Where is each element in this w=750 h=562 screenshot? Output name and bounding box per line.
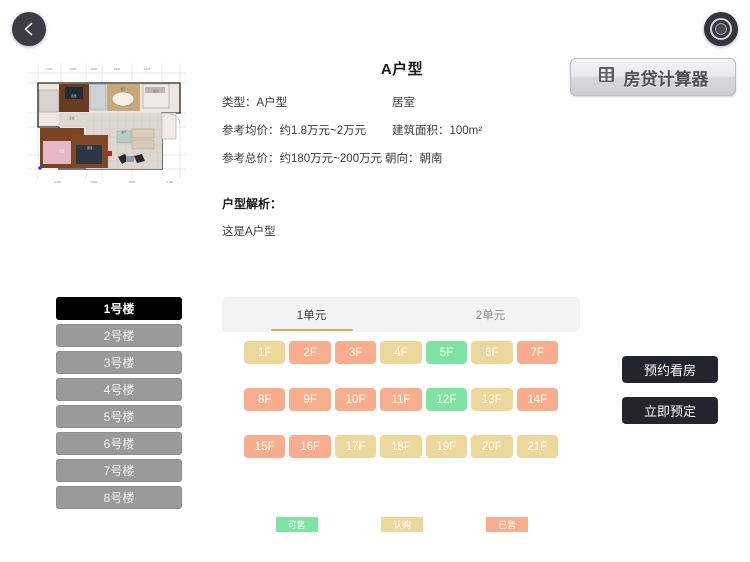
building-item[interactable]: 6号楼 <box>56 432 182 455</box>
svg-text:厨房: 厨房 <box>153 89 159 93</box>
floorplan-image[interactable]: 1700 3000 1850 2475 2275 3400 3000 4200 1100 <box>14 57 198 189</box>
svg-text:卧室: 卧室 <box>71 94 77 98</box>
floor-cell[interactable]: 15F <box>244 435 286 458</box>
mortgage-calculator-button[interactable]: 房贷计算器 <box>570 58 736 96</box>
page-title: A户型 <box>380 61 424 78</box>
building-item[interactable]: 3号楼 <box>56 351 182 374</box>
floor-cell[interactable]: 1F <box>244 341 286 364</box>
floor-cell[interactable]: 8F <box>244 388 286 411</box>
svg-text:1100: 1100 <box>167 180 174 184</box>
app-logo-icon <box>710 18 732 40</box>
legend-item: 可售 <box>244 517 349 532</box>
building-item[interactable]: 4号楼 <box>56 378 182 401</box>
floor-cell[interactable]: 13F <box>471 388 513 411</box>
svg-text:卧室: 卧室 <box>87 146 93 150</box>
legend-item: 认购 <box>349 517 454 532</box>
building-list: 1号楼 2号楼 3号楼 4号楼 5号楼 6号楼 7号楼 8号楼 <box>56 297 182 509</box>
svg-text:走廊: 走廊 <box>69 116 75 120</box>
building-item[interactable]: 5号楼 <box>56 405 182 428</box>
back-button[interactable] <box>12 12 46 46</box>
building-item-label: 5号楼 <box>103 410 135 424</box>
floor-cell[interactable]: 12F <box>425 388 468 411</box>
info-row: 参考总价：约180万元~200万元 朝向：朝南 <box>222 150 443 166</box>
analysis-heading: 户型解析： <box>222 197 283 211</box>
floor-cell[interactable]: 10F <box>334 388 377 411</box>
chevron-left-icon <box>21 21 37 37</box>
floor-cell[interactable]: 4F <box>380 341 422 364</box>
svg-text:主卧: 主卧 <box>59 149 65 153</box>
unit-tab-label: 2单元 <box>475 309 506 322</box>
svg-text:4200: 4200 <box>129 180 136 184</box>
reserve-now-button-label: 立即预定 <box>643 404 696 419</box>
building-item-label: 8号楼 <box>103 491 135 505</box>
building-item[interactable]: 8号楼 <box>56 486 182 509</box>
floor-cell[interactable]: 9F <box>289 388 331 411</box>
info-row: 类型：A户型 居室 <box>222 94 415 110</box>
svg-text:客厅: 客厅 <box>121 130 127 134</box>
floor-cell[interactable]: 19F <box>425 435 468 458</box>
calculator-icon <box>598 66 615 88</box>
mortgage-calculator-label: 房贷计算器 <box>623 69 709 89</box>
floor-cell[interactable]: 21F <box>516 435 558 458</box>
unit-tab[interactable]: 2单元 <box>401 297 580 332</box>
building-item[interactable]: 1号楼 <box>56 297 182 320</box>
svg-text:餐厅: 餐厅 <box>120 87 126 91</box>
svg-text:2475: 2475 <box>114 67 121 71</box>
floor-cell[interactable]: 20F <box>471 435 513 458</box>
building-item-label: 4号楼 <box>103 383 135 397</box>
info-type-label: 类型：A户型 <box>222 97 288 109</box>
floor-cell[interactable]: 5F <box>425 341 468 364</box>
building-item-label: 2号楼 <box>103 329 135 343</box>
floor-cell[interactable]: 16F <box>289 435 331 458</box>
info-row: 参考均价：约1.8万元~2万元 建筑面积：100m² <box>222 122 482 138</box>
unit-tabs: 1单元 2单元 <box>222 297 580 332</box>
action-button-group: 预约看房立即预定 <box>622 356 718 424</box>
book-viewing-button[interactable]: 预约看房 <box>622 356 718 383</box>
floor-cell[interactable]: 6F <box>471 341 513 364</box>
floor-cell[interactable]: 3F <box>334 341 377 364</box>
building-item-label: 7号楼 <box>103 464 135 478</box>
floor-cell[interactable]: 7F <box>516 341 558 364</box>
legend-item: 已售 <box>455 517 560 532</box>
floor-cell[interactable]: 14F <box>516 388 558 411</box>
svg-text:3000: 3000 <box>70 67 77 71</box>
legend-swatch: 已售 <box>486 517 529 532</box>
reserve-now-button[interactable]: 立即预定 <box>622 397 718 424</box>
floor-cell[interactable]: 11F <box>380 388 422 411</box>
book-viewing-button-label: 预约看房 <box>643 363 696 378</box>
svg-text:3400: 3400 <box>55 180 62 184</box>
legend-swatch: 可售 <box>275 517 318 532</box>
building-item-label: 1号楼 <box>103 302 135 316</box>
svg-text:1700: 1700 <box>46 67 53 71</box>
info-orientation-label: 朝向：朝南 <box>385 153 443 165</box>
floor-cell[interactable]: 2F <box>289 341 331 364</box>
app-logo-button[interactable] <box>704 12 738 46</box>
building-item-label: 3号楼 <box>103 356 135 370</box>
floor-cell[interactable]: 17F <box>334 435 377 458</box>
status-legend: 可售 认购 已售 <box>244 517 560 532</box>
unit-tab[interactable]: 1单元 <box>222 297 401 332</box>
building-item[interactable]: 2号楼 <box>56 324 182 347</box>
unit-tab-label: 1单元 <box>296 309 327 322</box>
info-total-price-label: 参考总价：约180万元~200万元 <box>222 153 383 165</box>
legend-swatch: 认购 <box>380 517 423 532</box>
svg-text:3000: 3000 <box>91 180 98 184</box>
svg-text:1850: 1850 <box>91 67 98 71</box>
info-area-label: 建筑面积：100m² <box>392 125 483 137</box>
analysis-body: 这是A户型 <box>222 226 276 238</box>
building-item[interactable]: 7号楼 <box>56 459 182 482</box>
info-avg-price-label: 参考均价：约1.8万元~2万元 <box>222 125 367 137</box>
info-rooms-label: 居室 <box>392 97 415 109</box>
svg-text:2275: 2275 <box>144 67 151 71</box>
building-item-label: 6号楼 <box>103 437 135 451</box>
floor-cell[interactable]: 18F <box>380 435 422 458</box>
